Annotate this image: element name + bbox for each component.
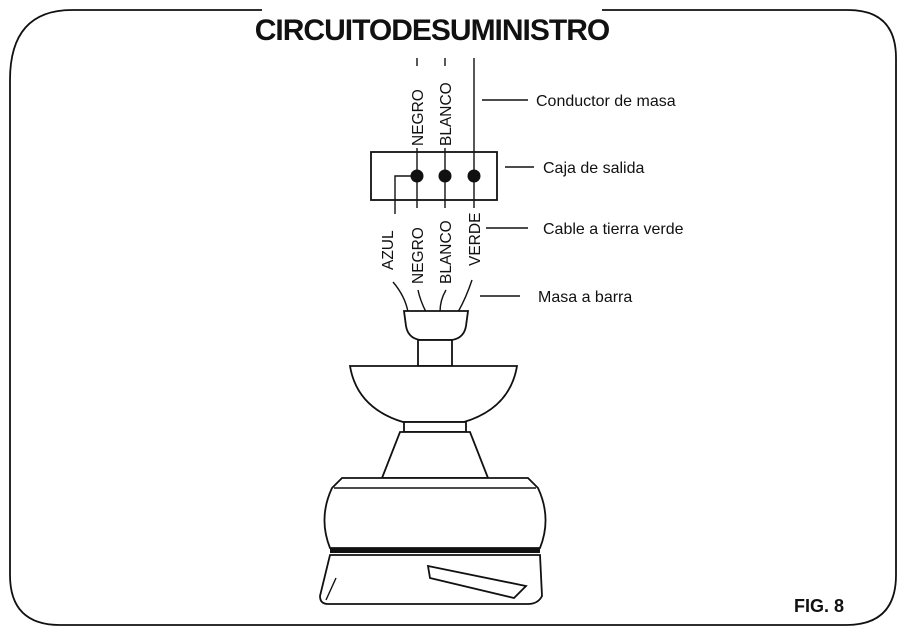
callout-outlet-box: Caja de salida (543, 160, 645, 177)
fan-motor-cap (380, 431, 490, 479)
wire-end-green (457, 279, 473, 313)
figure-frame (9, 9, 897, 626)
fan-label-bg-green (464, 208, 484, 290)
fan-housing-band (330, 548, 540, 553)
fan-coupling (403, 421, 467, 433)
callout-green-ground-cable: Cable a tierra verde (543, 221, 684, 238)
fan-label-bg-white (435, 208, 455, 290)
fan-label-verde: VERDE (467, 213, 484, 266)
supply-label-bg-black (407, 66, 427, 148)
wire-end-black (417, 289, 427, 313)
fan-blade-iron-right (426, 564, 528, 599)
outlet-box (370, 151, 498, 201)
fan-canopy (348, 365, 519, 423)
fan-downrod (417, 339, 453, 367)
wire-end-white (439, 289, 447, 313)
supply-label-bg-white (435, 66, 455, 148)
title-backdrop (262, 6, 602, 46)
callout-ground-to-bar: Masa a barra (538, 289, 632, 306)
fan-blade-iron-left (325, 577, 337, 601)
supply-label-negro: NEGRO (410, 89, 427, 146)
diagram-title: CIRCUITODESUMINISTRO (255, 14, 610, 47)
fan-label-negro: NEGRO (410, 227, 427, 284)
fan-label-blanco: BLANCO (438, 220, 455, 284)
fan-label-bg-blue (381, 214, 403, 290)
figure-number: FIG. 8 (794, 596, 844, 616)
callout-ground-conductor: Conductor de masa (536, 93, 676, 110)
supply-label-blanco: BLANCO (438, 82, 455, 146)
wire-end-blue (392, 281, 409, 313)
fan-top-collar (402, 310, 470, 341)
fan-label-azul: AZUL (380, 230, 397, 270)
fan-label-bg-black (408, 208, 428, 290)
